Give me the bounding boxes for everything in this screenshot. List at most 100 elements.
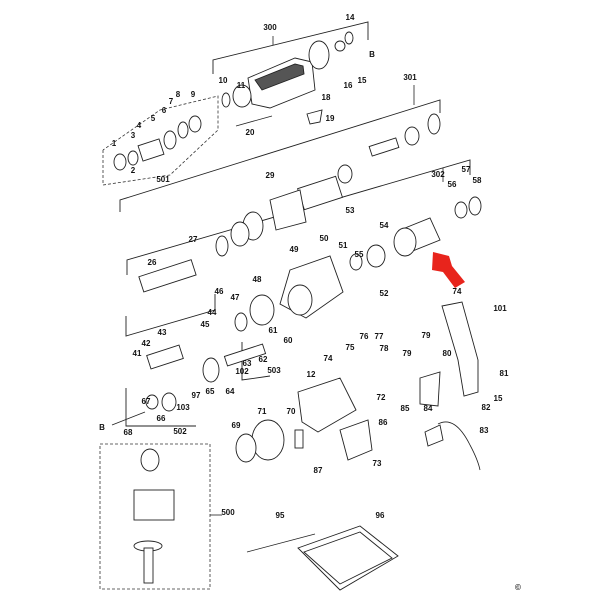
part-label-56: 56 [448,180,457,189]
part-label-71: 71 [258,407,267,416]
part-label-84: 84 [424,404,433,413]
part-label-8: 8 [176,90,181,99]
part-label-54: 54 [380,221,389,230]
carry-case-part [297,525,399,591]
part-label-7: 7 [169,97,174,106]
part-label-55: 55 [355,250,364,259]
part-label-11: 11 [237,81,246,90]
part-label-74: 74 [453,287,462,296]
part-label-61: 61 [269,326,278,335]
part-label-6: 6 [162,106,167,115]
spindle-assembly-part [138,113,441,293]
depth-rod-part [246,533,316,553]
part-label-302: 302 [431,170,445,179]
part-label-48: 48 [253,275,262,284]
part-label-68: 68 [124,428,133,437]
part-label-67: 67 [142,397,151,406]
armature-part [279,196,482,319]
part-label-75: 75 [346,343,355,352]
part-label-19: 19 [326,114,335,123]
handle-part [419,301,481,471]
part-label-69: 69 [232,421,241,430]
part-label-2: 2 [131,166,136,175]
part-label-18: 18 [322,93,331,102]
part-label-50: 50 [320,234,329,243]
part-label-52: 52 [380,289,389,298]
part-label-103: 103 [176,403,190,412]
part-label-62: 62 [259,355,268,364]
part-label-43: 43 [158,328,167,337]
part-label-502: 502 [173,427,187,436]
chuck-parts [113,115,202,171]
motor-housing-part [235,377,373,463]
part-label-87: 87 [314,466,323,475]
part-label-15: 15 [358,76,367,85]
part-label-101: 101 [493,304,507,313]
part-label-82: 82 [482,403,491,412]
part-label-44: 44 [208,308,217,317]
part-label-503: 503 [267,366,281,375]
part-label-79: 79 [403,349,412,358]
part-label-72: 72 [377,393,386,402]
part-label-58: 58 [473,176,482,185]
part-label-©: © [515,583,521,592]
highlight-arrow [432,252,465,288]
part-label-500: 500 [221,508,235,517]
part-label-95: 95 [276,511,285,520]
part-label-49: 49 [290,245,299,254]
part-label-102: 102 [235,367,249,376]
part-label-80: 80 [443,349,452,358]
clutch-parts [111,294,275,426]
part-label-63: 63 [243,359,252,368]
part-label-97: 97 [192,391,201,400]
part-label-51: 51 [339,241,348,250]
part-label-B: B [369,50,375,59]
assembly-502-frame [125,294,216,427]
part-label-81: 81 [500,369,509,378]
part-label-42: 42 [142,339,151,348]
part-label-4: 4 [137,121,142,130]
part-label-501: 501 [156,175,170,184]
assembly-501-frame [102,95,219,186]
assembly-300-frame [212,21,369,74]
part-label-10: 10 [219,76,228,85]
part-label-5: 5 [151,114,156,123]
part-label-73: 73 [373,459,382,468]
part-label-14: 14 [346,13,355,22]
part-label-96: 96 [376,511,385,520]
part-label-15: 15 [494,394,503,403]
part-label-76: 76 [360,332,369,341]
part-label-79: 79 [422,331,431,340]
part-label-41: 41 [133,349,142,358]
part-label-29: 29 [266,171,275,180]
part-label-B: B [99,423,105,432]
gear-housing-part [221,31,354,127]
assembly-500-frame [99,443,222,590]
part-label-85: 85 [401,404,410,413]
part-label-16: 16 [344,81,353,90]
part-label-57: 57 [462,165,471,174]
part-label-53: 53 [346,206,355,215]
side-handle-part [133,448,175,584]
part-label-83: 83 [480,426,489,435]
part-label-3: 3 [131,131,136,140]
part-label-86: 86 [379,418,388,427]
part-label-70: 70 [287,407,296,416]
part-label-77: 77 [375,332,384,341]
part-label-46: 46 [215,287,224,296]
part-label-9: 9 [191,90,196,99]
part-label-27: 27 [189,235,198,244]
part-label-12: 12 [307,370,316,379]
part-label-1: 1 [112,139,117,148]
part-label-60: 60 [284,336,293,345]
part-label-300: 300 [263,23,277,32]
part-label-66: 66 [157,414,166,423]
part-label-301: 301 [403,73,417,82]
part-label-45: 45 [201,320,210,329]
part-label-20: 20 [246,128,255,137]
part-label-74: 74 [324,354,333,363]
assembly-301-frame [119,85,441,212]
